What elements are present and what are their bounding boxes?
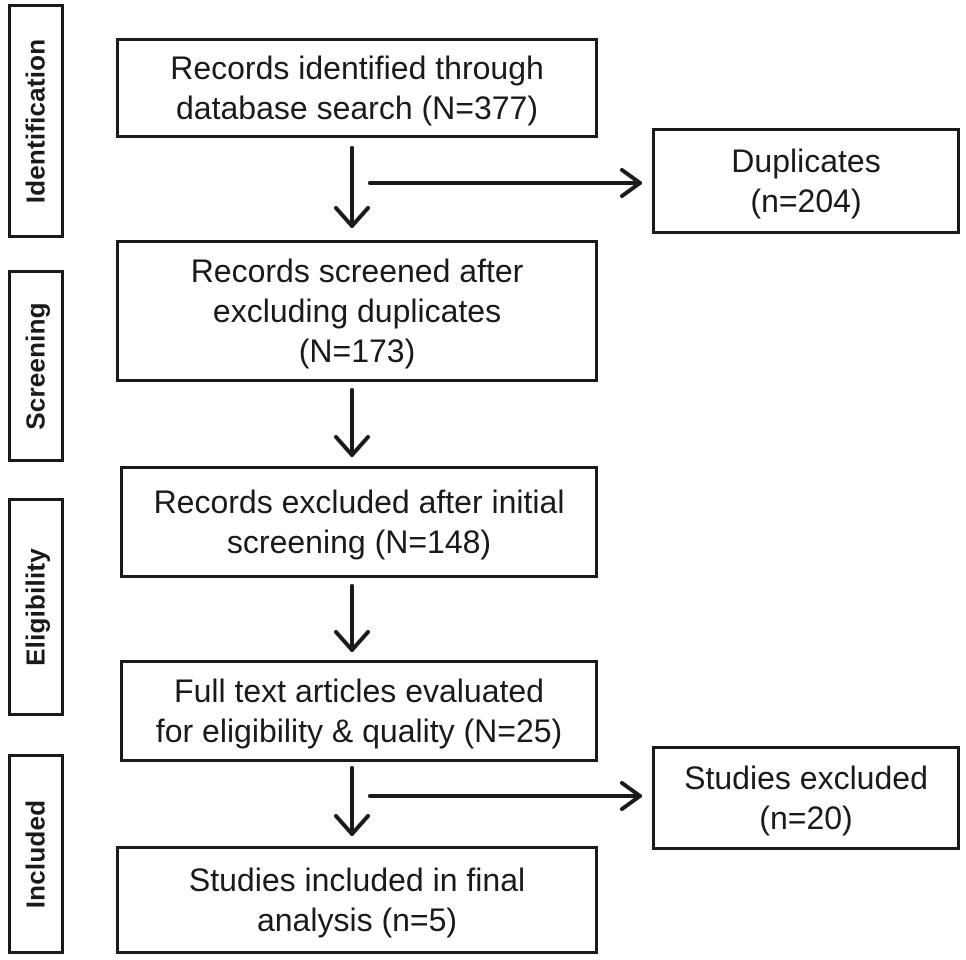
records-identified-box: Records identified through database sear… xyxy=(116,38,598,138)
records-screened-line-2: excluding duplicates xyxy=(212,293,502,329)
duplicates-line-1: Duplicates xyxy=(731,143,881,179)
records-identified-line-1: Records identified through xyxy=(170,50,544,86)
studies-included-line-2: analysis (n=5) xyxy=(256,902,458,938)
records-screened-line-1: Records screened after xyxy=(190,253,524,289)
full-text-line-2: for eligibility & quality (N=25) xyxy=(155,713,563,749)
full-text-line-1: Full text articles evaluated xyxy=(174,673,544,709)
stage-included: Included xyxy=(8,754,64,954)
stage-identification-label: Identification xyxy=(20,38,51,204)
arrow-screened-to-excluded xyxy=(334,388,370,457)
records-screened-line-3: (N=173) xyxy=(298,333,416,369)
full-text-box: Full text articles evaluated for eligibi… xyxy=(120,660,598,762)
stage-identification: Identification xyxy=(8,4,64,238)
records-excluded-box: Records excluded after initial screening… xyxy=(120,466,598,578)
stage-screening-label: Screening xyxy=(20,302,51,430)
arrow-to-duplicates xyxy=(368,168,642,198)
duplicates-box: Duplicates (n=204) xyxy=(652,128,960,234)
duplicates-line-2: (n=204) xyxy=(750,183,862,219)
arrow-to-studies-excluded xyxy=(368,781,642,811)
studies-excluded-line-1: Studies excluded xyxy=(684,760,928,796)
stage-eligibility-label: Eligibility xyxy=(20,548,51,666)
records-screened-box: Records screened after excluding duplica… xyxy=(116,240,598,382)
records-excluded-line-1: Records excluded after initial xyxy=(153,484,565,520)
studies-excluded-box: Studies excluded (n=20) xyxy=(652,746,960,850)
studies-included-line-1: Studies included in final xyxy=(188,862,526,898)
studies-included-box: Studies included in final analysis (n=5) xyxy=(116,846,598,954)
stage-included-label: Included xyxy=(20,799,51,909)
arrow-fulltext-to-included xyxy=(334,766,370,836)
records-identified-line-2: database search (N=377) xyxy=(176,90,538,126)
studies-excluded-line-2: (n=20) xyxy=(759,800,853,836)
stage-screening: Screening xyxy=(8,270,64,462)
records-excluded-line-2: screening (N=148) xyxy=(226,524,492,560)
stage-eligibility: Eligibility xyxy=(8,498,64,716)
arrow-identified-to-screened xyxy=(334,146,370,228)
arrow-excluded-to-fulltext xyxy=(334,584,370,652)
